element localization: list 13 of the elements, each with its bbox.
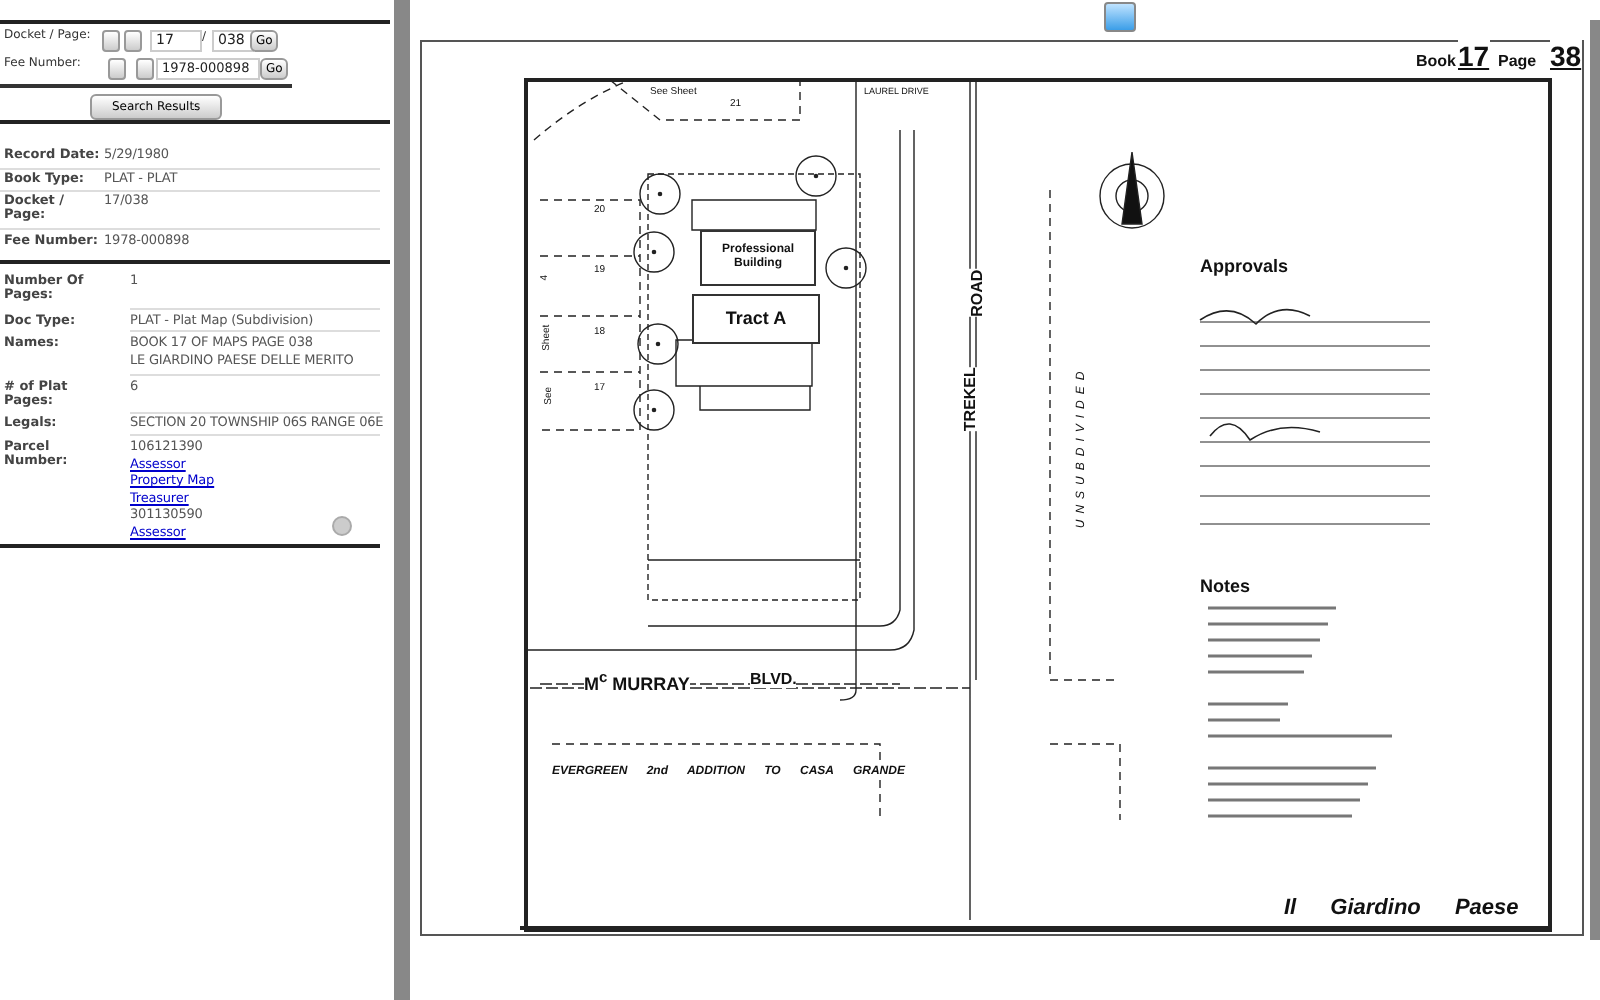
page-reference: Page — [1498, 52, 1537, 71]
book-number: 17 — [1458, 40, 1490, 73]
road-name: ROAD — [968, 269, 987, 317]
page-number: 38 — [1550, 40, 1582, 73]
section-heading: Approvals — [1200, 256, 1289, 277]
road-name: M$^{c}$ MURRAY — [584, 670, 690, 695]
page-reference: Book — [1416, 52, 1456, 71]
road-name: TREKEL — [960, 367, 980, 432]
building-outline — [692, 294, 820, 344]
road-name: BLVD. — [750, 670, 797, 689]
section-heading: Notes — [1200, 576, 1251, 597]
building-outline — [700, 230, 816, 286]
building-label: Tract A — [725, 308, 787, 330]
